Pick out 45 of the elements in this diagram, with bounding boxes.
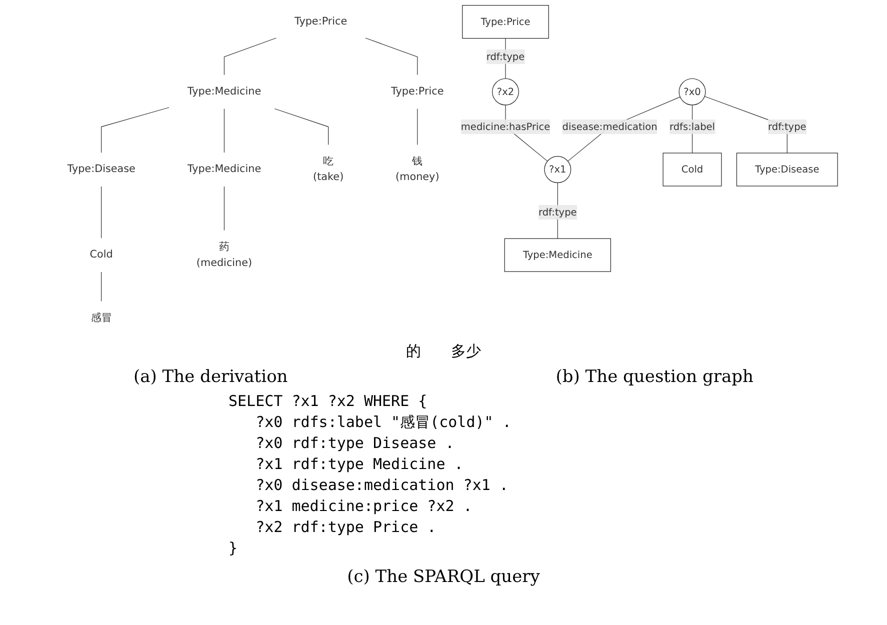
- connector: [224, 38, 277, 76]
- query-line: ?x0 disease:medication ?x1 .: [254, 475, 510, 496]
- subfigure-caption: (a) The derivation: [134, 367, 288, 387]
- subfigure-caption: (c) The SPARQL query: [347, 567, 540, 587]
- edge-label: rdfs:label: [670, 120, 716, 132]
- connector: [365, 38, 418, 76]
- node-text: 药 (medicine): [196, 240, 252, 269]
- node-text: 感冒: [91, 312, 112, 324]
- subfigure-caption: (b) The question graph: [556, 367, 754, 387]
- node-text: Type:Price: [391, 85, 444, 98]
- node-text: 钱 (money): [396, 155, 440, 183]
- query-line: ?x0 rdf:type Disease .: [254, 433, 456, 454]
- node-text: 吃 (take): [313, 155, 344, 183]
- node-text: Cold: [90, 248, 114, 261]
- word-label: 多少: [451, 342, 481, 361]
- node-circle: ?x2: [492, 78, 520, 106]
- connector: [101, 107, 170, 153]
- node-text: Type:Price: [294, 15, 348, 28]
- edge-label: disease:medication: [562, 120, 658, 132]
- query-line: SELECT ?x1 ?x2 WHERE {: [228, 391, 428, 412]
- connector: [101, 272, 102, 302]
- connector: [274, 108, 329, 146]
- node-box: Cold: [663, 152, 722, 186]
- node-box: Type:Medicine: [504, 238, 612, 272]
- node-circle: ?x1: [544, 156, 572, 184]
- connector: [224, 108, 225, 153]
- node-box: Type:Price: [462, 5, 550, 39]
- node-text: Type:Disease: [67, 162, 136, 176]
- node-circle: ?x0: [679, 78, 706, 106]
- node-box: Type:Disease: [736, 152, 838, 186]
- query-line: }: [228, 538, 239, 559]
- node-text: Type:Medicine: [188, 162, 262, 176]
- connector: [417, 108, 418, 146]
- connector: [224, 186, 225, 231]
- query-line: ?x2 rdf:type Price .: [254, 517, 438, 538]
- edge-label: rdf:type: [768, 120, 807, 132]
- word-label: 的: [406, 342, 421, 361]
- node-text: Type:Medicine: [188, 85, 262, 98]
- connector: [101, 186, 102, 238]
- edge-label: medicine:hasPrice: [461, 120, 550, 132]
- edge-label: rdf:type: [486, 50, 525, 62]
- query-line: ?x1 rdf:type Medicine .: [254, 454, 464, 475]
- query-line: ?x1 medicine:price ?x2 .: [254, 496, 474, 517]
- edge-label: rdf:type: [538, 206, 578, 218]
- query-line: ?x0 rdfs:label "感冒(cold)" .: [254, 412, 512, 433]
